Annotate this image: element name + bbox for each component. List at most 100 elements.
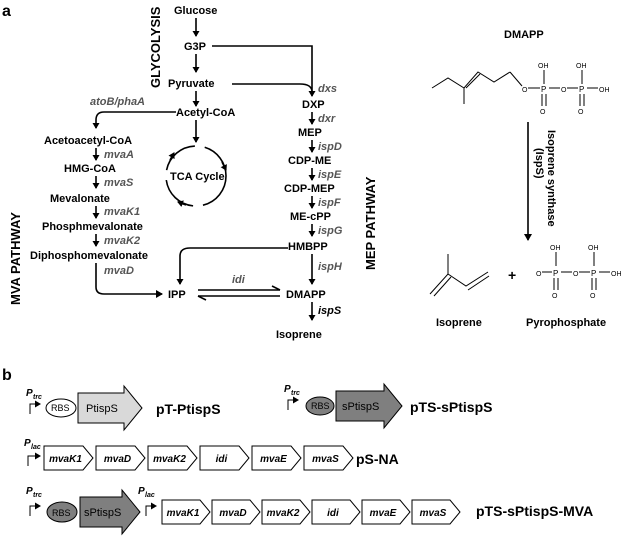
gene-arrow-mvaK1 (161, 499, 211, 525)
construct-name-1: pT-PtispS (156, 401, 221, 417)
dmapp-o2: O (561, 87, 567, 94)
gene-sptisps-4-label: sPtispS (84, 507, 121, 519)
enzyme-ispF: ispF (318, 197, 341, 209)
gene-label-mvaK2: mvaK2 (153, 454, 186, 465)
gene-label-mvaD: mvaD (104, 454, 131, 465)
enzyme-mvaD: mvaD (104, 265, 134, 277)
dmapp-p2-oh: OH (576, 63, 587, 70)
gene-label-mvaK1: mvaK1 (49, 454, 82, 465)
enzyme-ispG: ispG (318, 225, 343, 237)
construct-name-3: pS-NA (356, 451, 399, 467)
reaction-isoprene-label: Isoprene (436, 317, 482, 329)
construct-name-2: pTS-sPtispS (410, 399, 492, 415)
isoprene-double-2 (467, 275, 490, 291)
gene-label-idi: idi (216, 454, 228, 465)
enzyme-idi: idi (232, 274, 246, 286)
enzyme-ispS: ispS (318, 305, 342, 317)
acetyl-coa-label: Acetyl-CoA (176, 107, 235, 119)
panel-a-label: a (2, 3, 11, 20)
rbs-label-2: RBS (311, 401, 330, 411)
dmapp-label: DMAPP (286, 289, 326, 301)
gene-label-mvaK1: mvaK1 (167, 508, 200, 519)
ipp-label: IPP (168, 289, 186, 301)
promoter-p-1: P (26, 388, 33, 399)
ppi-p2-o: O (590, 293, 596, 300)
gene-sptisps-4 (79, 488, 141, 536)
pyruvate-label: Pyruvate (168, 78, 214, 90)
mva-pathway-title: MVA PATHWAY (8, 212, 23, 305)
cdp-me-label: CDP-ME (288, 155, 331, 167)
promoter2-sub-4: lac (145, 492, 155, 499)
promoter-sub-2: trc (291, 390, 300, 397)
ppi-p1: P (553, 269, 558, 278)
g3p-label: G3P (184, 41, 206, 53)
gene-label-mvaK2: mvaK2 (267, 508, 300, 519)
panel-b-label: b (2, 367, 12, 384)
promoter-p-3: P (24, 438, 31, 449)
enzyme-ispE: ispE (318, 169, 342, 181)
rbs-4 (46, 501, 78, 523)
tca-arrow-3 (168, 152, 175, 161)
promoter-sub-3: lac (31, 444, 41, 451)
gene-arrow-mvaK2 (261, 499, 311, 525)
enzyme-dxr: dxr (318, 113, 336, 125)
dmapp-p1-o: O (540, 109, 546, 116)
hmbpp-label: HMBPP (288, 241, 328, 253)
glycolysis-title: GLYCOLYSIS (148, 6, 163, 88)
gene-arrow-mvaD (211, 499, 261, 525)
promoter-arrow-4 (29, 502, 41, 516)
isoprene-double-1 (433, 276, 452, 297)
rbs-2 (305, 396, 335, 416)
gene-sptisps (335, 382, 403, 430)
enzyme-mvaK2: mvaK2 (104, 235, 140, 247)
ppi-p2: P (591, 269, 596, 278)
dmapp-terminal-oh: OH (599, 87, 610, 94)
tca-arrow-2 (177, 200, 187, 208)
gene-arrow-mvaK2 (147, 445, 198, 471)
dmapp-p2: P (579, 85, 584, 94)
gene-arrow-mvaE (251, 445, 302, 471)
construct-name-4: pTS-sPtispS-MVA (476, 503, 593, 519)
glucose-label: Glucose (174, 5, 217, 17)
dmapp-p1-oh: OH (538, 63, 549, 70)
rbs-label-4: RBS (52, 508, 71, 518)
dmapp-o-bond (509, 71, 523, 87)
enzyme-dxs: dxs (318, 83, 337, 95)
enzyme-ispD: ispD (318, 141, 342, 153)
diphosphomevalonate-label: Diphosphomevalonate (30, 250, 148, 262)
gene-label-mvaS: mvaS (420, 508, 447, 519)
dmapp-p1: P (541, 85, 546, 94)
gene-label-mvaD: mvaD (219, 508, 246, 519)
ppi-o1: O (536, 271, 542, 278)
tca-cycle-label: TCA Cycle (170, 171, 225, 183)
arrow-diphospho-ipp (95, 263, 163, 298)
tca-arrow-1 (220, 161, 227, 171)
gene-arrow-mvaS (411, 499, 461, 525)
enzyme-mvaS: mvaS (104, 177, 134, 189)
isoprene-chain (429, 271, 489, 295)
construct-pts-sptisps: P trc RBS sPtispS pTS-sPtispS (284, 382, 492, 430)
gene-arrow-mvaE (361, 499, 411, 525)
phosphomevalonate-label: Phosphmevalonate (42, 221, 143, 233)
gene-sptisps-label: sPtispS (342, 401, 379, 413)
ppi-p1-o: O (552, 293, 558, 300)
promoter2-p-4: P (138, 486, 145, 497)
arrow-hmbpp-ipp (176, 247, 288, 285)
reaction-pyrophosphate-label: Pyrophosphate (526, 317, 606, 329)
enzyme-mvaK1: mvaK1 (104, 206, 140, 218)
reaction-dmapp-title: DMAPP (504, 29, 544, 41)
idi-half-head-forward (271, 285, 281, 291)
promoter-sub-4: trc (33, 492, 42, 499)
gene-ptisps (77, 384, 143, 432)
gene-label-mvaE: mvaE (370, 508, 397, 519)
promoter2-arrow-4 (145, 502, 157, 516)
plus-sign: + (508, 267, 516, 283)
rbs-label-1: RBS (51, 403, 70, 413)
dmapp-double-bond (465, 73, 481, 89)
promoter-arrow-3 (27, 452, 41, 466)
